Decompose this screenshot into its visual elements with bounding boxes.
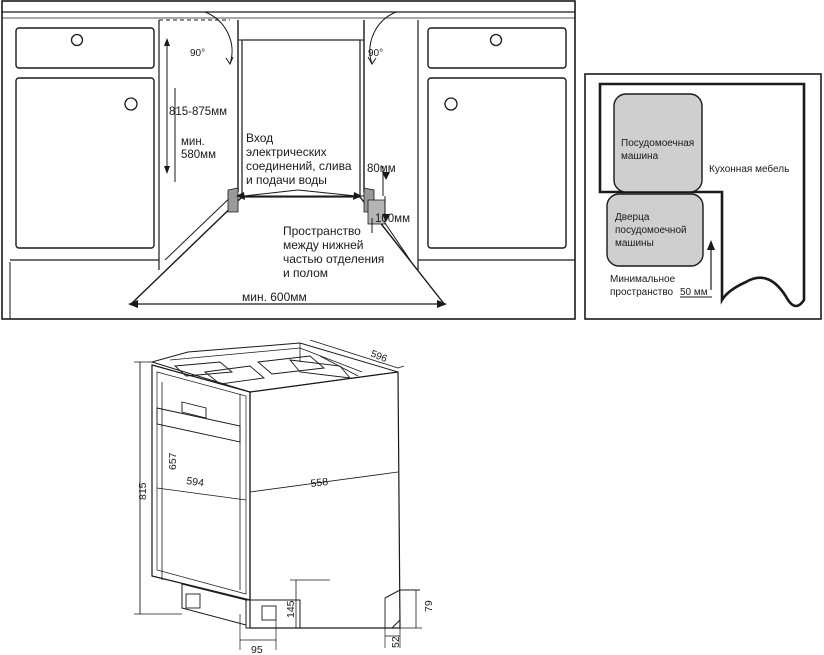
dim-657-label: 657 xyxy=(167,452,179,470)
door-knob xyxy=(124,97,138,111)
door-knob xyxy=(444,97,458,111)
dishwasher-label-line2: машина xyxy=(621,151,659,162)
height-range-label: 815-875мм xyxy=(169,106,227,118)
dim-95-label: 95 xyxy=(251,644,263,655)
dim-79-label: 79 xyxy=(423,600,435,612)
dim-52-label: 52 xyxy=(390,636,402,648)
dimension-lines xyxy=(134,339,422,650)
gap-label-line3: частью отделения xyxy=(283,252,384,266)
dim-558-label: 558 xyxy=(310,476,329,490)
inlet-label-line2: электрических xyxy=(246,145,327,159)
door-label-line1: Дверца xyxy=(615,212,650,223)
kitchen-furniture-label: Кухонная мебель xyxy=(709,163,789,175)
inlet-label-line1: Вход xyxy=(246,131,273,145)
top-fittings xyxy=(173,355,359,385)
dim-145-label: 145 xyxy=(285,600,297,618)
arrow-up-icon xyxy=(707,240,715,250)
gap-label-line4: и полом xyxy=(283,266,328,280)
min-width-label: мин. 600мм xyxy=(242,290,307,304)
dishwasher-box xyxy=(613,93,703,193)
side-panel xyxy=(249,371,401,629)
min-height-label-line2: 580мм xyxy=(181,149,216,161)
gap-label-line1: Пространство xyxy=(283,224,361,238)
dishwasher-label-line1: Посудомоечная xyxy=(621,138,694,149)
min-height-label-line1: мин. xyxy=(181,136,205,148)
inlet-label-line4: и подачи воды xyxy=(246,173,327,187)
angle-left-label: 90° xyxy=(190,48,205,59)
drawer-knob xyxy=(70,33,84,47)
panel-frame xyxy=(1,0,576,320)
door-label-line3: машины xyxy=(615,238,654,249)
min-space-value: 50 мм xyxy=(680,287,708,298)
angle-right-label: 90° xyxy=(368,48,383,59)
base-and-feet xyxy=(181,583,420,629)
depth-80-label: 80мм xyxy=(367,163,396,175)
left-cabinet xyxy=(9,20,160,319)
dim-815-label: 815 xyxy=(137,482,149,500)
control-strip xyxy=(156,407,241,443)
handle xyxy=(181,401,207,419)
depth-100-label: 100мм xyxy=(375,213,410,225)
min-space-label-line1: Минимальное xyxy=(610,274,676,285)
drawer-knob xyxy=(489,33,503,47)
gap-label-line2: между нижней xyxy=(283,238,364,252)
dishwasher-dimension-drawing: 596 815 657 594 558 145 79 52 95 xyxy=(134,339,435,655)
door-clearance-panel: Посудомоечная машина Дверца посудомоечно… xyxy=(584,73,822,320)
door-swing-arcs xyxy=(159,11,397,66)
height-dimensions xyxy=(164,38,390,233)
width-dimension xyxy=(128,300,447,308)
right-cabinet xyxy=(417,20,575,270)
dim-596-label: 596 xyxy=(369,349,389,366)
niche-installation-panel: 90° 90° 815-875мм мин. 580мм Вход электр… xyxy=(1,0,576,320)
kitchen-furniture-outline xyxy=(598,82,806,308)
dishwasher-door-box xyxy=(606,193,704,267)
dim-594-label: 594 xyxy=(186,475,205,489)
niche-walls xyxy=(129,20,446,306)
door-label-line2: посудомоечной xyxy=(615,225,687,236)
panel-frame xyxy=(584,73,822,320)
min-space-label-line2: пространство xyxy=(610,287,674,298)
inlet-label-line3: соединений, слива xyxy=(246,159,352,173)
